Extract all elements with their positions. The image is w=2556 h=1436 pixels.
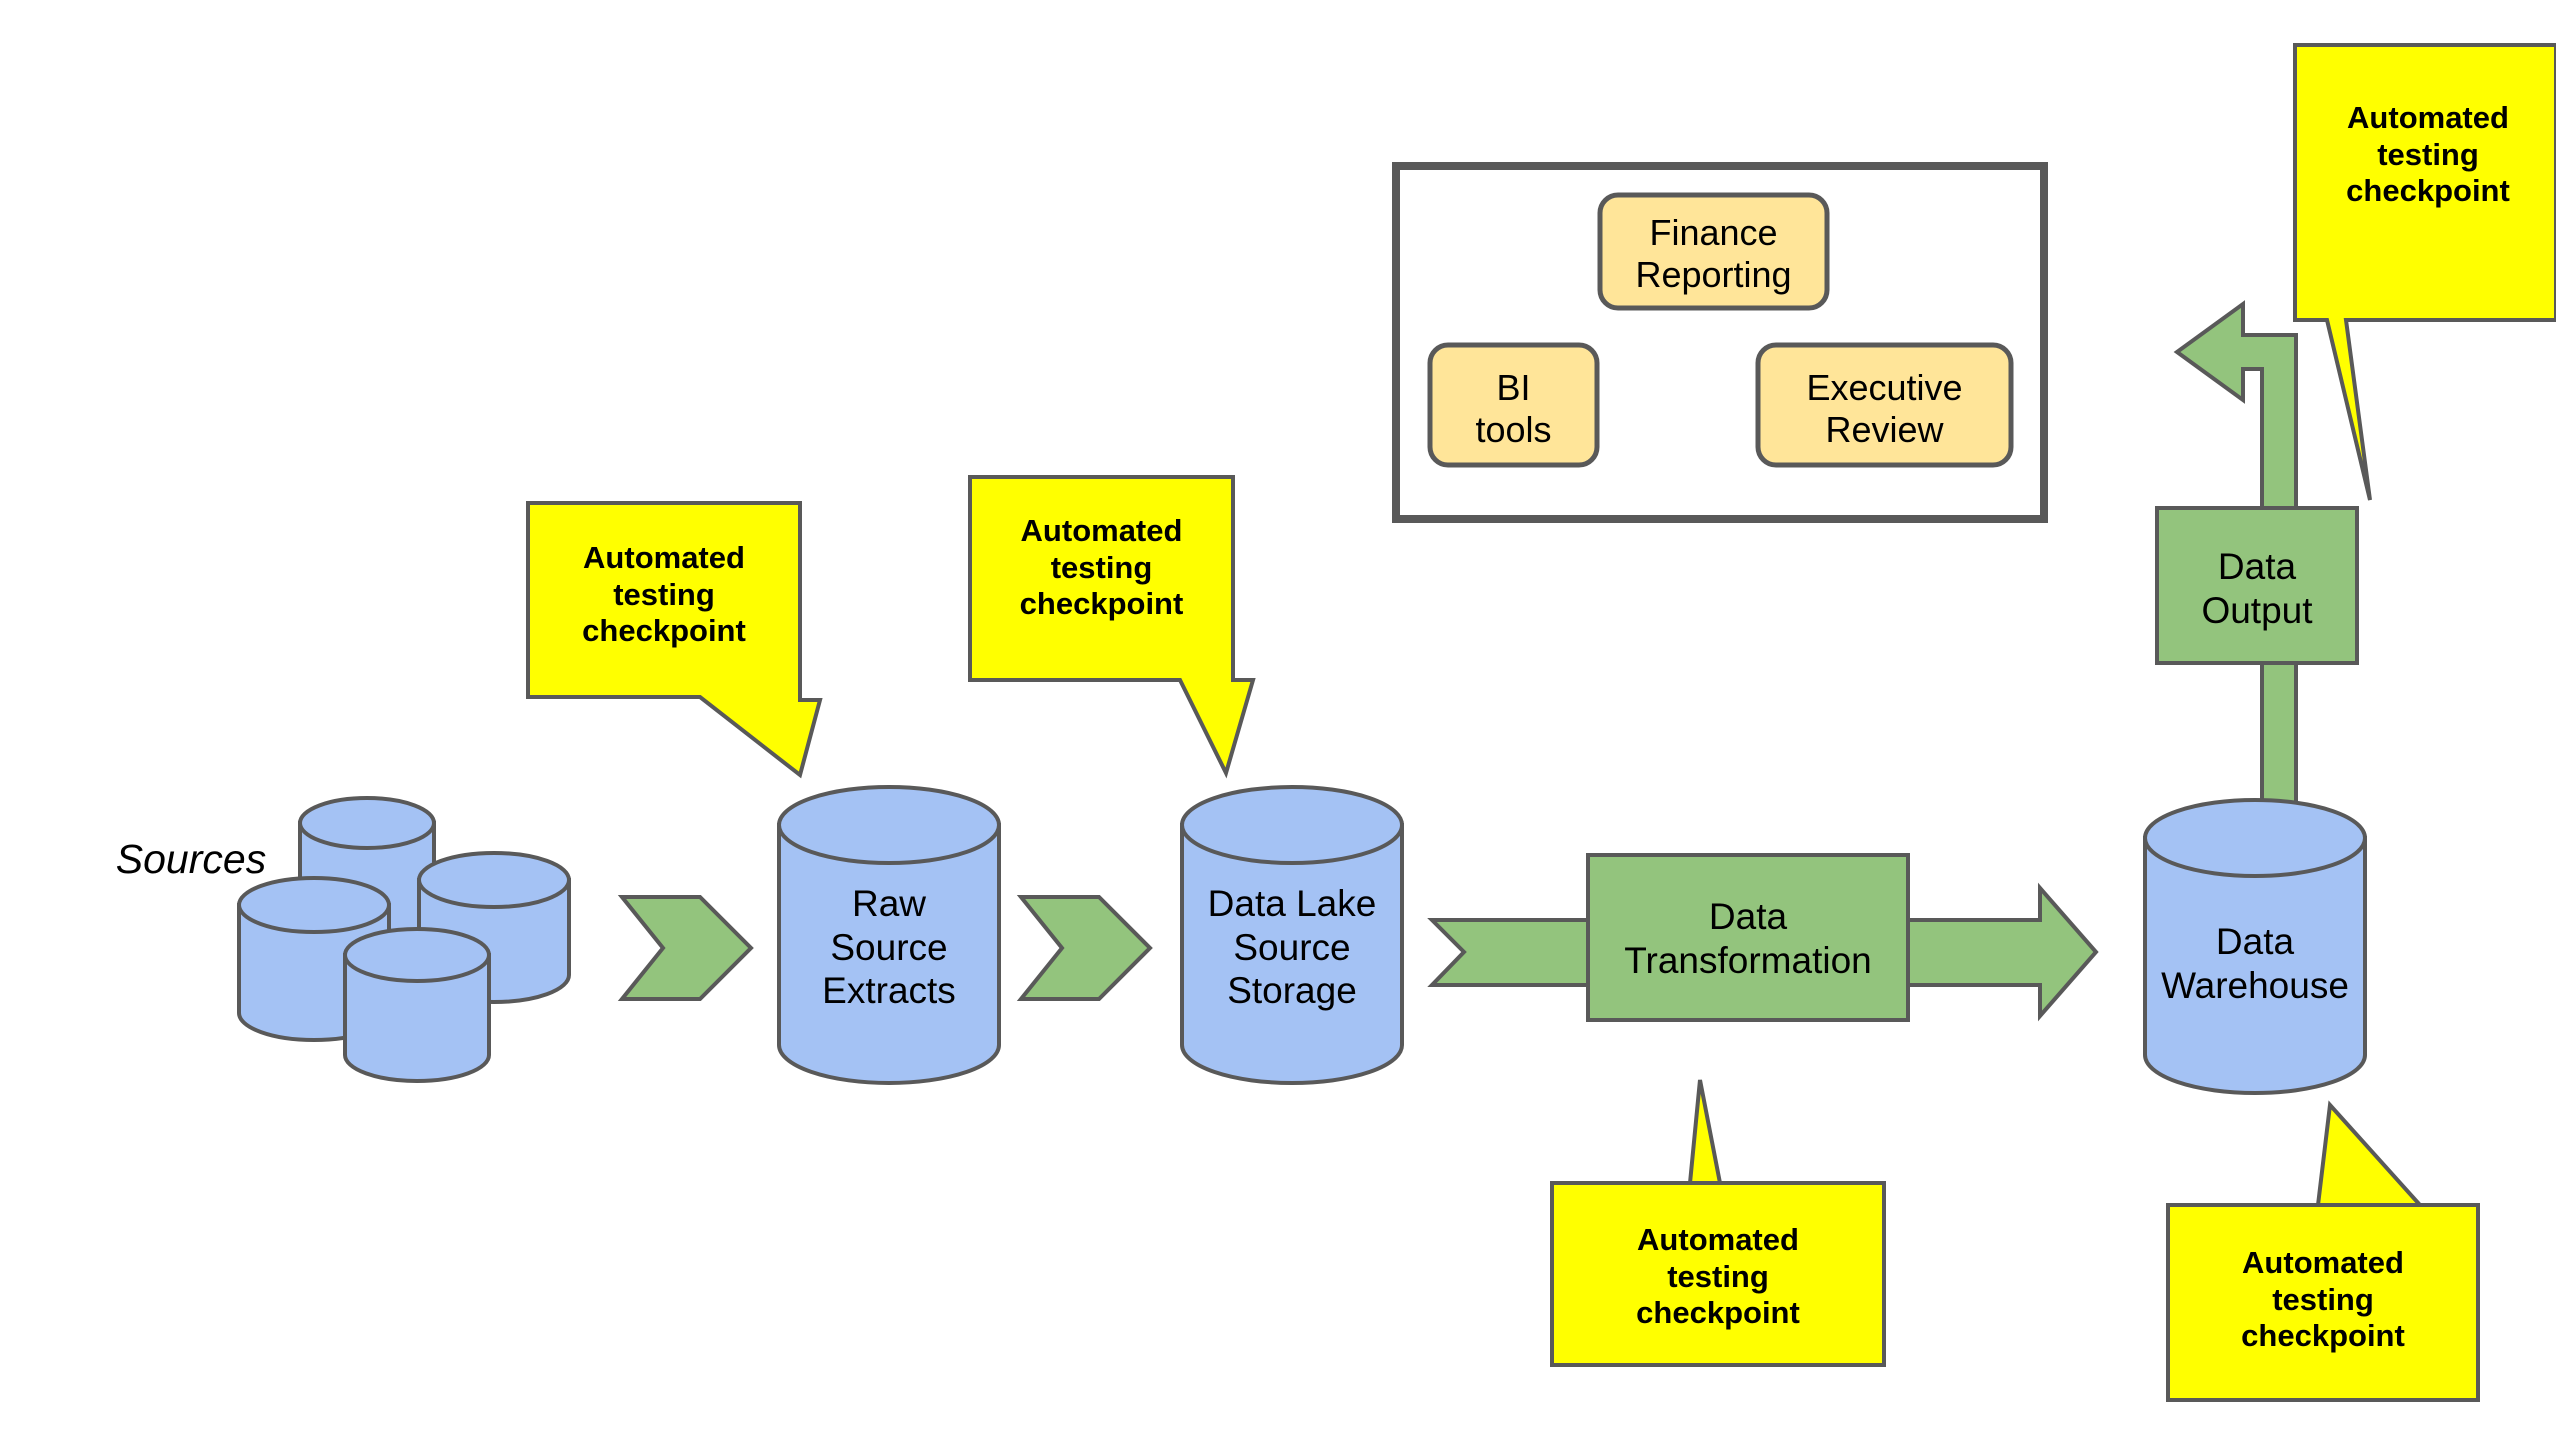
shape-data-warehouse <box>2143 798 2367 1095</box>
label-callout-data-lake-source-storage: Automated testing checkpoint <box>1019 513 1184 622</box>
label-raw-source-extracts: Raw Source Extracts <box>822 883 956 1012</box>
shape-bi-tools <box>1427 342 1600 468</box>
label-data-lake-source-storage: Data Lake Source Storage <box>1207 883 1377 1012</box>
shape-data-transformation <box>1586 853 1910 1022</box>
shape-data-lake-source-storage <box>1180 785 1404 1085</box>
shape-callout-tail-data-transformation <box>1687 1079 1723 1185</box>
shape-finance-reporting <box>1597 192 1830 311</box>
label-data-transformation: Data Transformation <box>1624 896 1872 981</box>
label-executive-review: Executive Review <box>1806 367 1963 451</box>
arrow-transformation-to-warehouse <box>1903 882 2099 1022</box>
label-callout-data-transformation: Automated testing checkpoint <box>1636 1222 1800 1331</box>
sources-label: Sources <box>115 836 267 882</box>
label-callout-data-output: Automated testing checkpoint <box>2346 100 2510 209</box>
label-bi-tools: BI tools <box>1475 367 1552 451</box>
shape-raw-source-extracts <box>777 785 1001 1085</box>
shape-callout-data-transformation <box>1550 1181 1886 1367</box>
label-data-output: Data Output <box>2201 546 2313 631</box>
label-callout-raw-source-extracts: Automated testing checkpoint <box>582 540 746 649</box>
label-data-warehouse: Data Warehouse <box>2161 921 2349 1006</box>
arrow-sources-to-raw <box>617 895 754 1001</box>
shape-callout-data-lake-source-storage <box>968 475 1256 779</box>
arrow-lake-to-transformation <box>1427 918 1602 987</box>
shape-callout-tail-data-warehouse <box>2315 1100 2425 1207</box>
shape-callout-raw-source-extracts <box>526 501 823 779</box>
label-callout-data-warehouse: Automated testing checkpoint <box>2241 1245 2405 1354</box>
arrow-raw-to-lake <box>1016 895 1153 1001</box>
shape-callout-data-output <box>2293 43 2556 501</box>
label-finance-reporting: Finance Reporting <box>1635 212 1792 296</box>
source-cylinder-4 <box>343 927 491 1083</box>
shape-data-output <box>2155 506 2359 665</box>
shape-executive-review <box>1755 342 2014 468</box>
